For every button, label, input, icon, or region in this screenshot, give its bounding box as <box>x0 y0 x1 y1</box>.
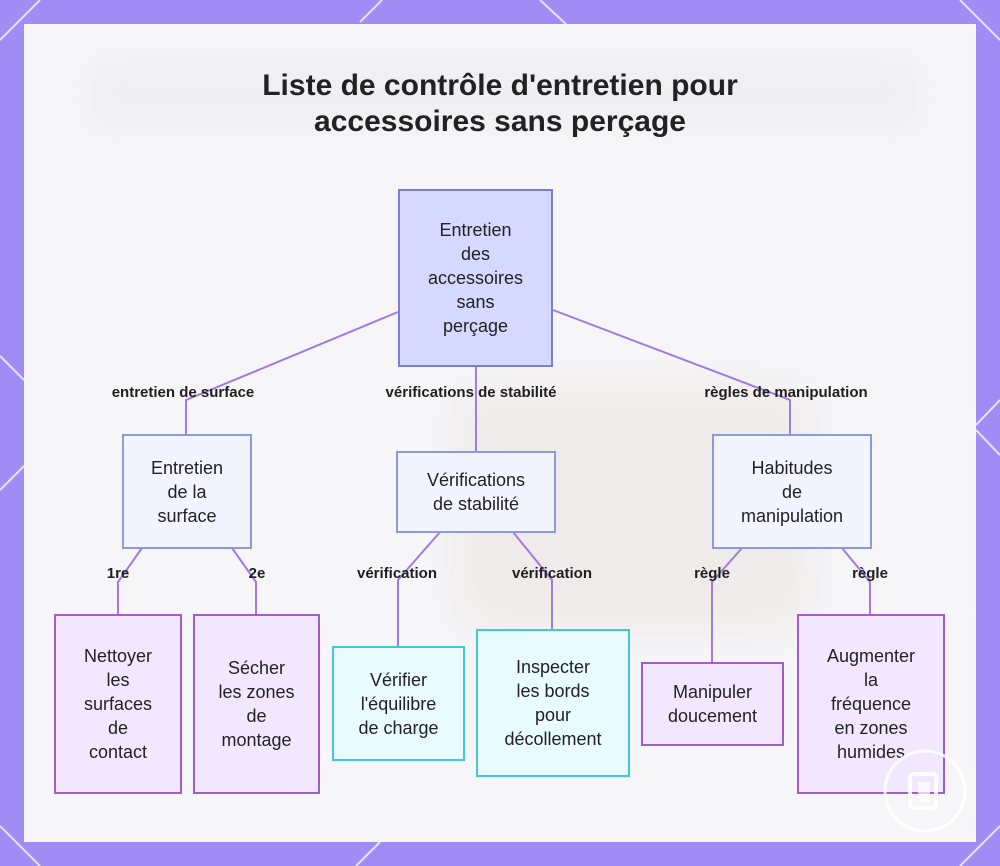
node-inspect-edges: Inspecter les bords pour décollement <box>476 629 630 777</box>
watermark-logo-icon <box>883 749 967 833</box>
node-balance-line: Vérifier <box>369 669 427 690</box>
edge-label-second: 2e <box>248 565 266 582</box>
edge-stability-balance <box>397 531 441 646</box>
edge-label-rule-2: règle <box>852 565 888 582</box>
node-balance-line: l'équilibre <box>360 693 437 714</box>
edge-handling-humid <box>841 547 871 614</box>
node-clean-contact: Nettoyer les surfaces de contact <box>54 614 182 794</box>
node-handling-line: Habitudes <box>751 457 833 478</box>
edge-label-surface: entretien de surface <box>111 384 255 401</box>
edge-root-surface <box>185 311 399 434</box>
node-balance-line: de charge <box>358 717 439 738</box>
node-dry-line: de <box>246 706 267 726</box>
edge-handling-gently <box>711 547 743 662</box>
node-gently-line: Manipuler <box>672 682 753 702</box>
edge-root-handling <box>552 309 791 434</box>
node-root-line: Entretien <box>439 220 512 240</box>
node-clean-line: de <box>107 718 129 738</box>
node-surface-line: Entretien <box>150 457 224 478</box>
title-line-1: Liste de contrôle d'entretien pour <box>262 69 738 102</box>
node-dry-mounting: Sécher les zones de montage <box>193 614 320 794</box>
node-edges-line: décollement <box>504 729 602 749</box>
node-root: Entretien des accessoires sans perçage <box>398 189 553 367</box>
node-edges-line: Inspecter <box>515 657 591 677</box>
node-stability-checks: Vérifications de stabilité <box>396 451 556 533</box>
node-humid-line: fréquence <box>830 694 912 714</box>
node-humid-frequency: Augmenter la fréquence en zones humides <box>797 614 945 794</box>
node-clean-line: surfaces <box>83 694 153 714</box>
diagram-title: Liste de contrôle d'entretien pour acces… <box>24 68 976 140</box>
node-surface-line: de la <box>167 481 207 502</box>
node-edges-line: les bords <box>516 681 590 701</box>
node-clean-line: les <box>106 670 130 690</box>
edge-stability-edges <box>512 531 553 630</box>
edge-label-handling: règles de manipulation <box>704 384 868 401</box>
node-handle-gently: Manipuler doucement <box>641 662 784 746</box>
node-gently-line: doucement <box>667 706 758 726</box>
node-surface-line: surface <box>157 505 217 526</box>
edge-label-stability: vérifications de stabilité <box>385 384 557 401</box>
node-handling-line: manipulation <box>740 505 844 526</box>
node-dry-line: Sécher <box>227 658 286 678</box>
edge-label-first: 1re <box>106 565 130 582</box>
node-stability-line: Vérifications <box>426 470 526 490</box>
node-humid-line: humides <box>836 742 906 762</box>
node-surface-care: Entretien de la surface <box>122 434 252 549</box>
node-handling-habits: Habitudes de manipulation <box>712 434 872 549</box>
node-dry-line: les zones <box>218 682 295 702</box>
edge-label-verification-1: vérification <box>356 565 438 582</box>
node-humid-line: en zones <box>834 718 908 738</box>
node-root-line: des <box>460 244 490 264</box>
node-clean-line: contact <box>88 742 148 762</box>
edge-surface-dry <box>231 547 257 614</box>
node-handling-line: de <box>781 481 802 502</box>
node-stability-line: de stabilité <box>432 494 520 514</box>
node-edges-line: pour <box>534 705 572 725</box>
edge-surface-clean <box>117 547 143 614</box>
edge-label-rule-1: règle <box>694 565 730 582</box>
node-check-balance: Vérifier l'équilibre de charge <box>332 646 465 761</box>
node-root-line: sans <box>456 292 495 312</box>
title-line-2: accessoires sans perçage <box>314 105 686 138</box>
node-root-line: perçage <box>442 316 509 336</box>
node-humid-line: la <box>863 670 878 690</box>
edge-label-verification-2: vérification <box>511 565 593 582</box>
node-clean-line: Nettoyer <box>83 646 153 666</box>
node-dry-line: montage <box>221 730 292 750</box>
node-humid-line: Augmenter <box>826 646 916 666</box>
node-root-line: accessoires <box>427 268 524 288</box>
